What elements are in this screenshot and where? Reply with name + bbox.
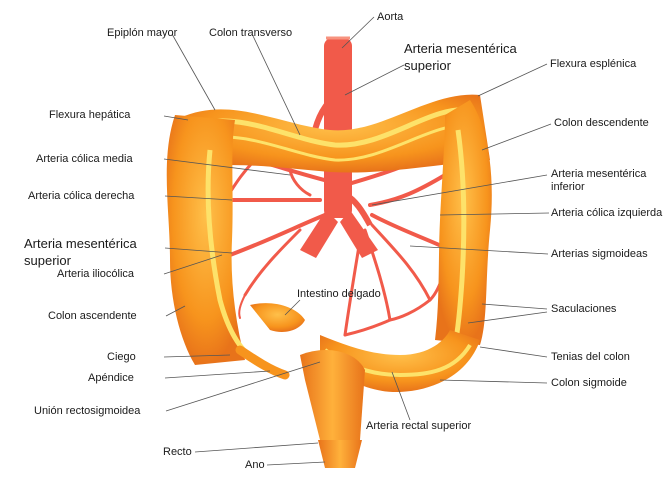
label-tenias-del-colon: Tenias del colon: [551, 351, 630, 363]
label-intestino-delgado: Intestino delgado: [297, 288, 381, 300]
recto-shape: [300, 350, 365, 468]
label-arterias-sigmoideas: Arterias sigmoideas: [551, 248, 648, 260]
label-colon-descendente: Colon descendente: [554, 117, 649, 129]
label-arteria-mesenterica-superior-top: Arteria mesentérica superior: [404, 41, 517, 73]
label-epiplon-mayor: Epiplón mayor: [107, 27, 178, 39]
label-ciego: Ciego: [107, 351, 136, 363]
leader-lines: [163, 16, 552, 466]
label-arteria-rectal-superior: Arteria rectal superior: [366, 420, 472, 432]
label-arteria-mesenterica-superior-left: Arteria mesentérica superior: [24, 236, 137, 268]
label-apendice: Apéndice: [88, 372, 134, 384]
label-aorta: Aorta: [377, 11, 404, 23]
colon-ascendente-shape: [166, 115, 305, 380]
colon-transverso-shape: [180, 94, 490, 173]
label-colon-ascendente: Colon ascendente: [48, 310, 137, 322]
label-arteria-colica-izquierda: Arteria cólica izquierda: [551, 207, 663, 219]
label-flexura-hepatica: Flexura hepática: [49, 109, 131, 121]
label-union-rectosigmoidea: Unión rectosigmoidea: [34, 405, 141, 417]
label-colon-transverso: Colon transverso: [209, 27, 293, 39]
label-recto: Recto: [163, 446, 192, 458]
label-arteria-colica-media: Arteria cólica media: [36, 153, 133, 165]
label-colon-sigmoide: Colon sigmoide: [551, 377, 627, 389]
label-flexura-esplenica: Flexura esplénica: [550, 58, 637, 70]
label-arteria-colica-derecha: Arteria cólica derecha: [28, 190, 135, 202]
label-ano: Ano: [245, 459, 265, 471]
label-arteria-mesenterica-inferior: Arteria mesentérica inferior: [551, 168, 647, 193]
label-arteria-ileocolica: Arteria iliocólica: [57, 268, 135, 280]
colon-descendente-shape: [435, 100, 492, 346]
aorta-vessel: [300, 36, 378, 258]
label-saculaciones: Saculaciones: [551, 303, 617, 315]
